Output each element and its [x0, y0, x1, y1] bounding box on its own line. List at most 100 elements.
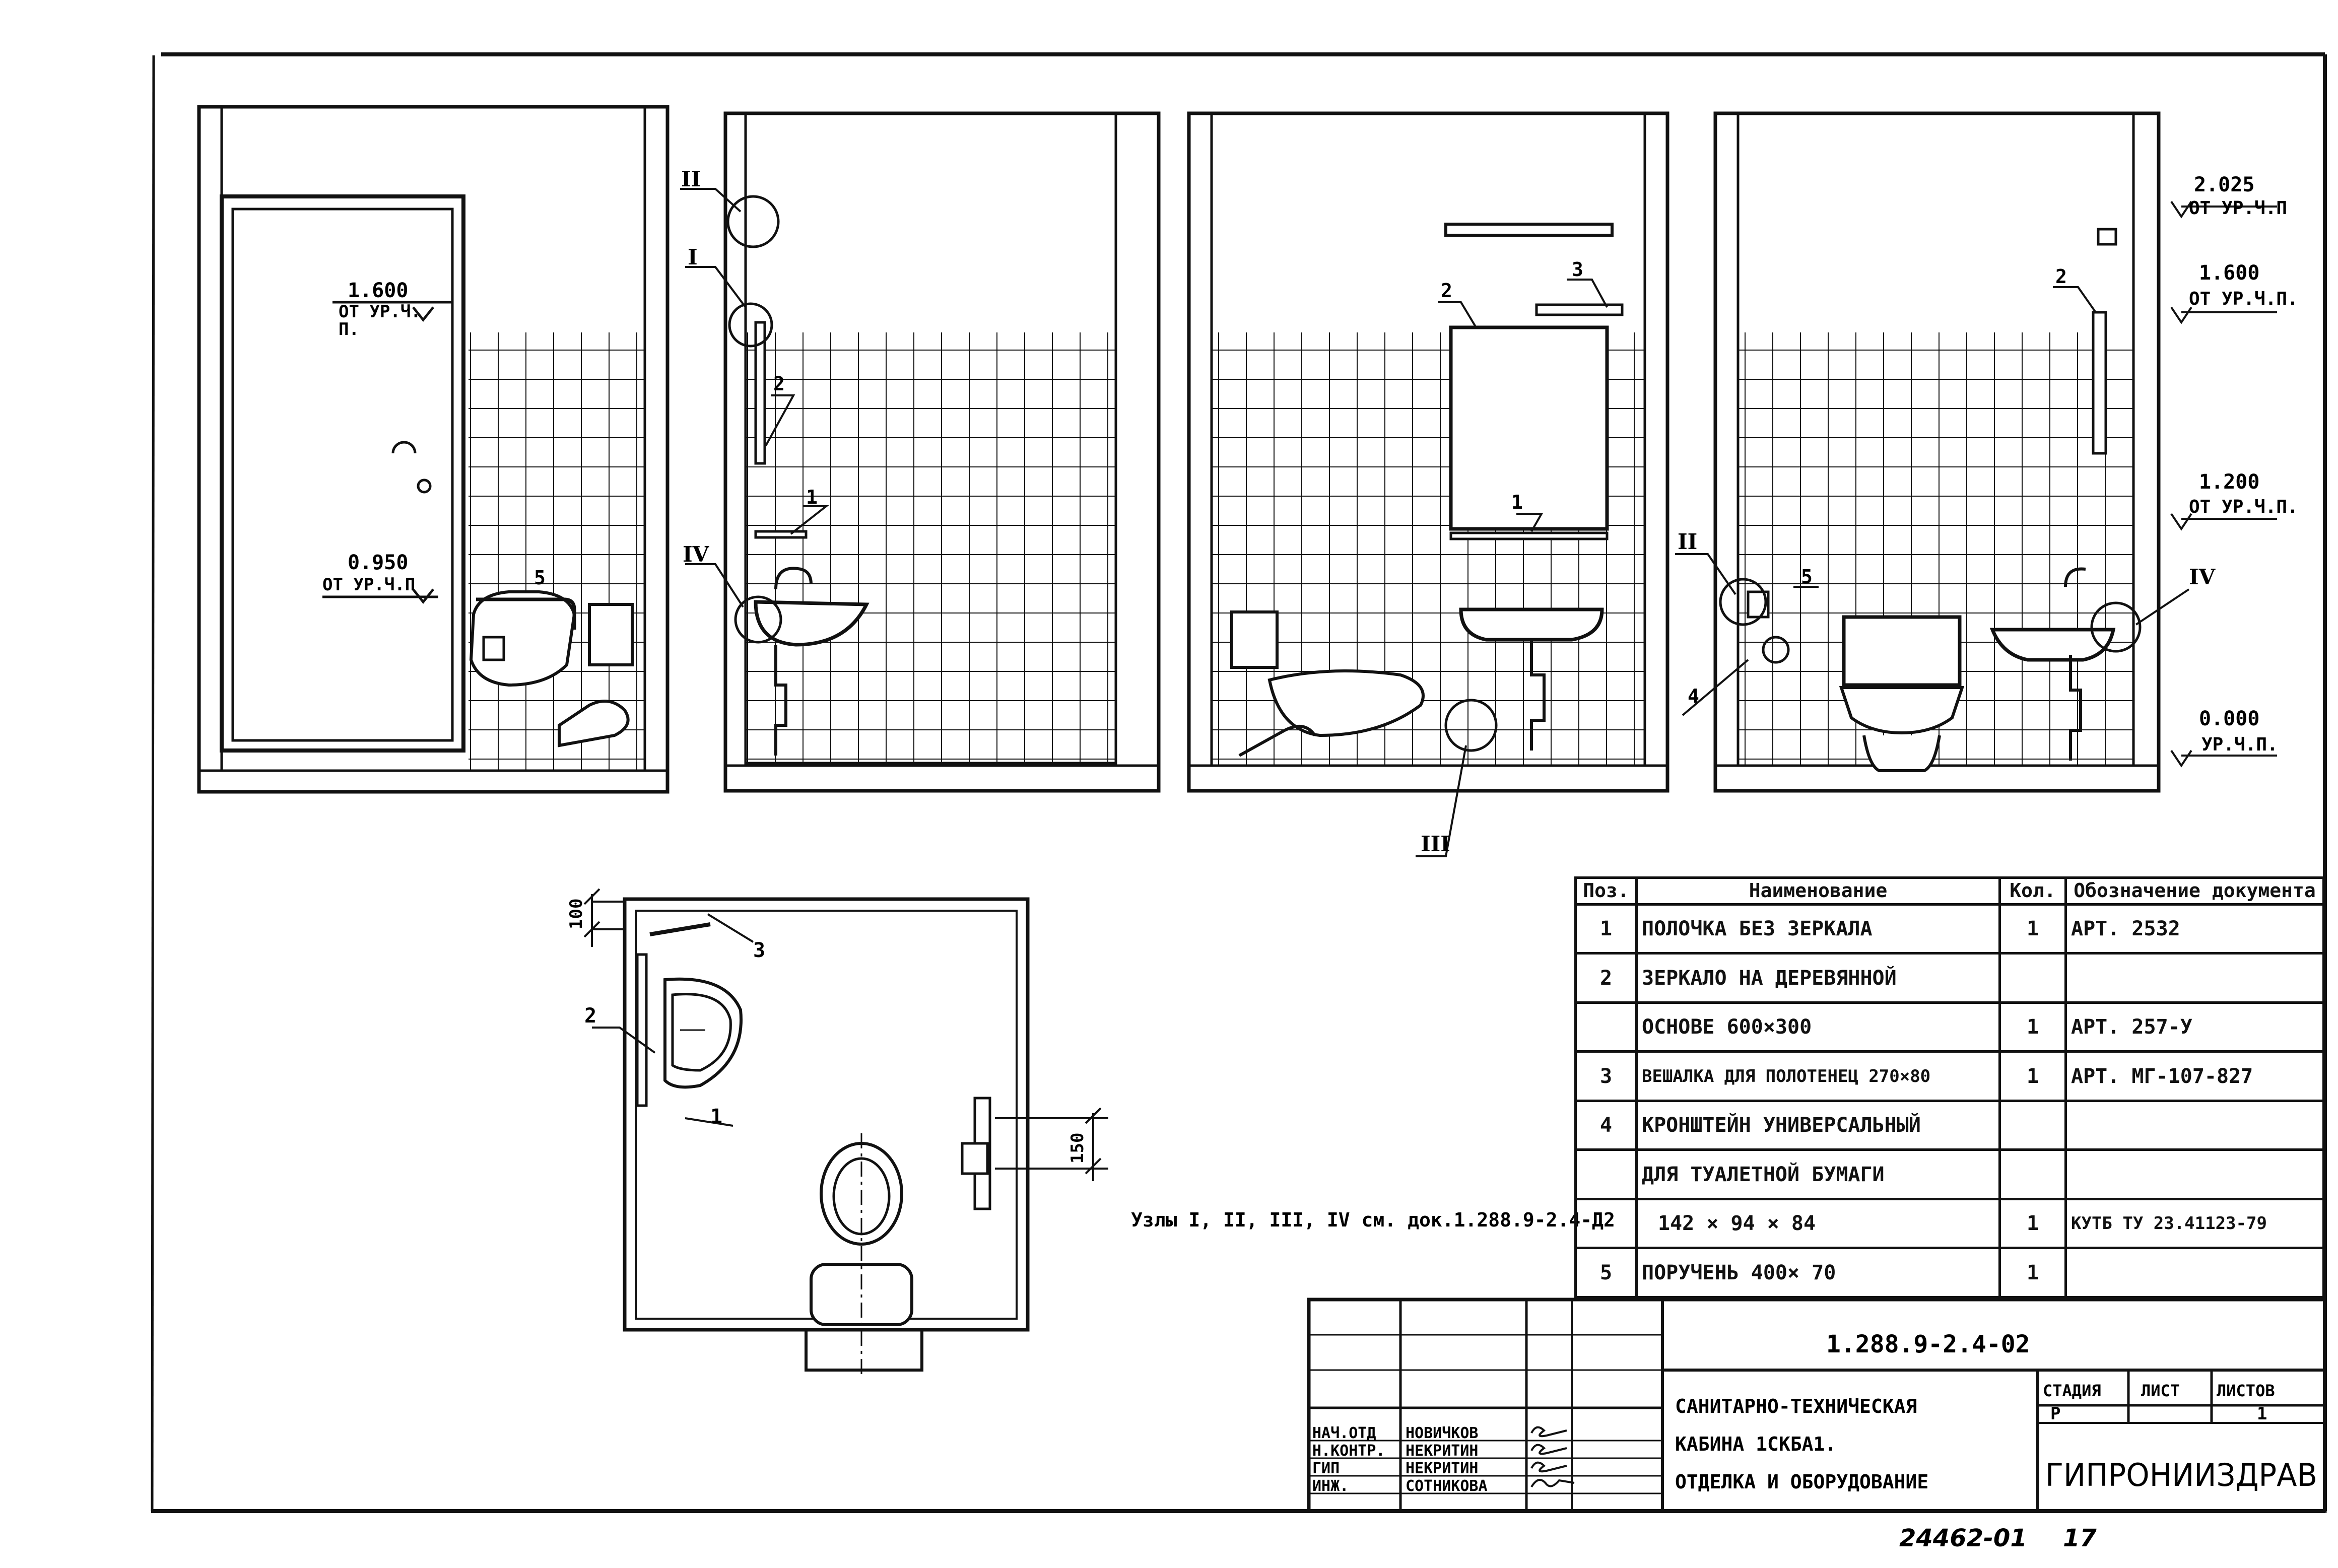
elevation-2-leaders	[680, 188, 829, 608]
node-mark-II-elev2: II	[681, 167, 701, 191]
name-1: НОВИЧКОВ	[1406, 1424, 1479, 1442]
col-name: Наименование	[1635, 876, 2001, 906]
spec-doc	[2064, 1099, 2325, 1151]
spec-doc	[2064, 1148, 2325, 1200]
spec-name: ВЕШАЛКА ДЛЯ ПОЛОТЕНЕЦ 270×80	[1635, 1050, 2001, 1102]
spec-name: 142 × 94 × 84	[1635, 1197, 2001, 1250]
plan-mark-3: 3	[753, 939, 765, 962]
spec-name: КРОНШТЕЙН УНИВЕРСАЛЬНЫЙ	[1635, 1099, 2001, 1151]
spec-doc: АРТ. МГ-107-827	[2064, 1050, 2325, 1102]
spec-pos: 1	[1574, 903, 1638, 955]
title-line-1: САНИТАРНО-ТЕХНИЧЕСКАЯ	[1675, 1395, 1917, 1417]
plan-mark-2: 2	[584, 1004, 596, 1028]
title-block-grid	[1307, 1298, 2327, 1513]
mark-3-elev3: 3	[1572, 258, 1583, 281]
plan-dim-top: 100	[566, 899, 586, 929]
node-mark-I-elev2: I	[688, 245, 698, 269]
specification-table: Поз. Наименование Кол. Обозначение докум…	[1574, 876, 2325, 1299]
plan-dimensions	[583, 888, 1108, 1181]
spec-qty: 1	[1998, 1001, 2067, 1053]
level-0-000: 0.000	[2199, 707, 2259, 730]
elevation-door-wall	[197, 105, 670, 794]
level-1-600-ref-2: П.	[339, 319, 359, 339]
spec-name: ЗЕРКАЛО НА ДЕРЕВЯННОЙ	[1635, 952, 2001, 1004]
page-number: 17	[2063, 1524, 2097, 1552]
name-3: НЕКРИТИН	[1406, 1460, 1479, 1477]
spec-qty: 1	[1998, 1197, 2067, 1250]
spec-name: ОСНОВЕ 600×300	[1635, 1001, 2001, 1053]
spec-qty: 1	[1998, 1247, 2067, 1299]
sheets-label: ЛИСТОВ	[2217, 1381, 2275, 1400]
sheet-frame	[151, 52, 2327, 1513]
level-0-950-ref: ОТ УР.Ч.П	[322, 575, 415, 595]
mark-2-elev2: 2	[773, 373, 785, 395]
role-1: НАЧ.ОТД	[1312, 1424, 1376, 1442]
spec-pos: 4	[1574, 1099, 1638, 1151]
node-mark-II-elev4: II	[1678, 529, 1697, 554]
level-2-025-ref: ОТ УР.Ч.П	[2189, 198, 2287, 219]
role-3: ГИП	[1312, 1460, 1340, 1477]
title-line-2: КАБИНА 1СКБА1.	[1675, 1433, 1836, 1455]
node-mark-IV-elev2: IV	[683, 542, 710, 567]
level-1-200: 1.200	[2199, 470, 2259, 494]
spec-qty	[1998, 952, 2067, 1004]
mark-4-elev4: 4	[1688, 685, 1699, 707]
signatures	[1530, 1426, 1575, 1488]
level-1-600: 1.600	[348, 279, 408, 302]
col-doc: Обозначение документа	[2064, 876, 2325, 906]
plan-mark-1: 1	[710, 1105, 722, 1128]
elevation-sink-wall	[723, 111, 1161, 793]
node-mark-IV-elev4: IV	[2189, 565, 2216, 589]
spec-qty: 1	[1998, 903, 2067, 955]
spec-pos: 5	[1574, 1247, 1638, 1299]
nodes-note: Узлы I, II, III, IV см. док.1.288.9-2.4-…	[1131, 1209, 1615, 1231]
spec-qty	[1998, 1148, 2067, 1200]
level-2-025: 2.025	[2194, 173, 2254, 196]
spec-name: ПОРУЧЕНЬ 400× 70	[1635, 1247, 2001, 1299]
stage-label: СТАДИЯ	[2043, 1381, 2101, 1400]
level-0-950: 0.950	[348, 551, 408, 574]
spec-name: ДЛЯ ТУАЛЕТНОЙ БУМАГИ	[1635, 1148, 2001, 1200]
spec-pos: 2	[1574, 952, 1638, 1004]
title-line-3: ОТДЕЛКА И ОБОРУДОВАНИЕ	[1675, 1471, 1928, 1493]
spec-doc: АРТ. 257-У	[2064, 1001, 2325, 1053]
elevation-1-level-marks	[322, 301, 453, 604]
mark-2-elev4: 2	[2055, 265, 2067, 288]
spec-pos	[1574, 1148, 1638, 1200]
spec-doc	[2064, 1247, 2325, 1299]
mark-1-elev3: 1	[1511, 491, 1523, 513]
name-2: НЕКРИТИН	[1406, 1442, 1479, 1460]
sheet-label: ЛИСТ	[2141, 1381, 2180, 1400]
spec-doc	[2064, 952, 2325, 1004]
level-1-600-elev4: 1.600	[2199, 261, 2259, 285]
elevation-toilet-wall	[1713, 111, 2161, 793]
elevation-4-leaders	[1675, 200, 2277, 768]
name-4: СОТНИКОВА	[1406, 1477, 1488, 1495]
role-2: Н.КОНТР.	[1312, 1442, 1385, 1460]
archive-number: 24462-01	[1899, 1524, 2027, 1552]
role-4: ИНЖ.	[1312, 1477, 1349, 1495]
spec-qty	[1998, 1099, 2067, 1151]
elevation-mirror-wall	[1187, 111, 1669, 793]
spec-row: ДЛЯ ТУАЛЕТНОЙ БУМАГИ	[1574, 1148, 2325, 1200]
spec-qty: 1	[1998, 1050, 2067, 1102]
spec-doc: АРТ. 2532	[2064, 903, 2325, 955]
spec-name: ПОЛОЧКА БЕЗ ЗЕРКАЛА	[1635, 903, 2001, 955]
spec-pos	[1574, 1001, 1638, 1053]
sheets-value: 1	[2257, 1404, 2267, 1424]
level-1-200-ref: ОТ УР.Ч.П.	[2189, 497, 2298, 517]
stage-value: Р	[2050, 1404, 2060, 1424]
spec-pos	[1574, 1197, 1638, 1250]
mark-5-elev4: 5	[1801, 566, 1813, 588]
mark-1-elev2: 1	[806, 486, 818, 508]
level-0-000-ref: УР.Ч.П.	[2201, 734, 2278, 755]
mark-5-elev1: 5	[534, 567, 546, 589]
spec-doc: КУТБ ТУ 23.41123-79	[2064, 1197, 2325, 1250]
